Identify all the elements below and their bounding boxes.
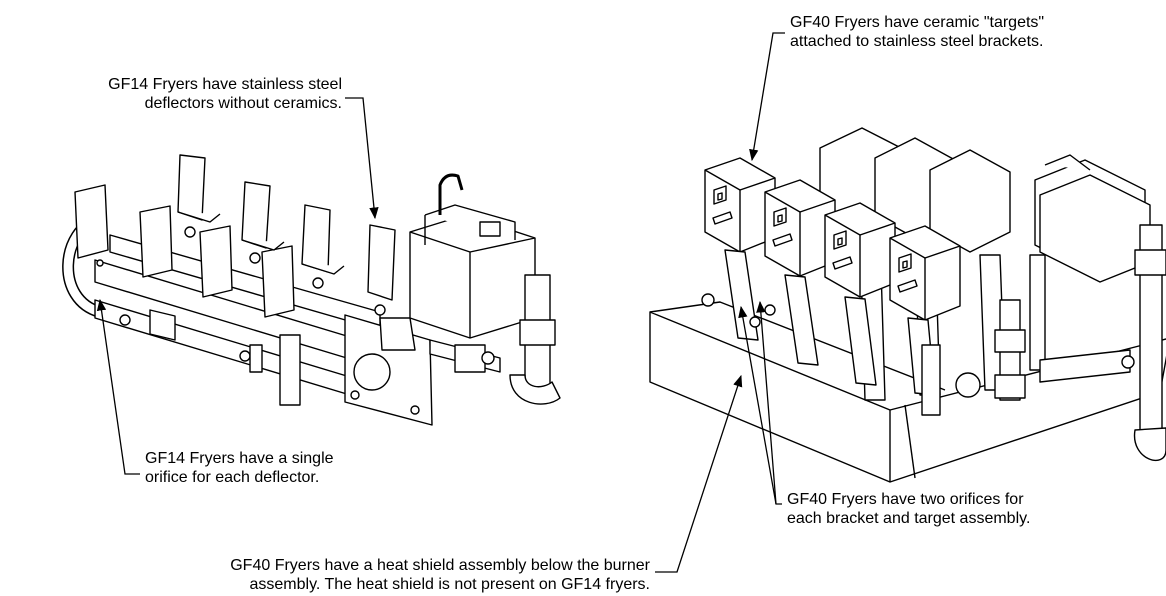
callout-line: GF40 Fryers have ceramic "targets"	[790, 14, 1045, 31]
callout-line: GF40 Fryers have two orifices for	[787, 491, 1024, 508]
callout-gf40-heat-shield: GF40 Fryers have a heat shield assembly …	[40, 556, 650, 594]
callout-gf14-orifice: GF14 Fryers have a single orifice for ea…	[145, 449, 334, 487]
callout-line: orifice for each deflector.	[145, 469, 320, 486]
callout-gf14-deflectors: GF14 Fryers have stainless steel deflect…	[2, 75, 342, 113]
leader-lines	[96, 32, 785, 573]
gf40-burner-illustration	[649, 127, 1166, 483]
callout-gf40-orifices: GF40 Fryers have two orifices for each b…	[787, 490, 1030, 528]
callout-line: GF14 Fryers have a single	[145, 450, 334, 467]
callout-gf40-targets: GF40 Fryers have ceramic "targets" attac…	[790, 13, 1044, 51]
callout-line: each bracket and target assembly.	[787, 510, 1031, 527]
callout-line: deflectors without ceramics.	[144, 95, 342, 112]
callout-line: assembly. The heat shield is not present…	[249, 576, 651, 593]
callout-line: attached to stainless steel brackets.	[790, 33, 1044, 50]
gf14-burner-illustration	[62, 154, 561, 426]
callout-line: GF40 Fryers have a heat shield assembly …	[230, 557, 650, 574]
callout-line: GF14 Fryers have stainless steel	[108, 76, 342, 93]
